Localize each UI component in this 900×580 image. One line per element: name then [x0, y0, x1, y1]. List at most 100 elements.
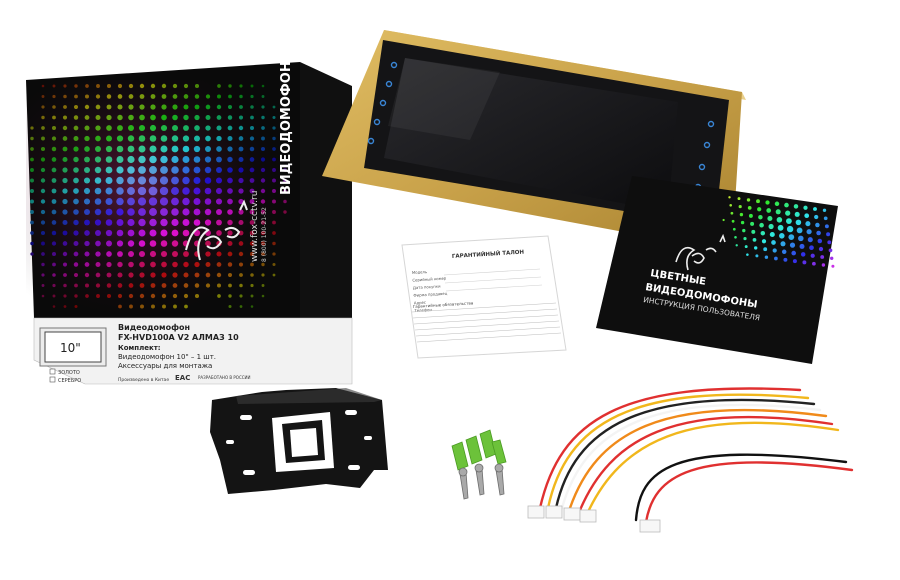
label-model: FX-HVD100A V2 АЛМАЗ 10: [118, 333, 239, 342]
manual-dot: [815, 222, 820, 228]
manual-dot: [804, 213, 810, 219]
manual-dot: [729, 203, 733, 207]
unlock-icon: [707, 120, 715, 128]
warranty-row-label: Дата покупки: [413, 283, 441, 290]
manual-color-dots: [722, 196, 835, 268]
manual-dot: [768, 223, 774, 230]
manual-dot: [807, 237, 813, 243]
manual-dot: [789, 242, 796, 248]
manual-dot: [771, 240, 776, 245]
manual-dot: [800, 252, 806, 257]
manual-dot: [781, 249, 787, 255]
warranty-section: Гарантийные обязательства: [413, 300, 474, 309]
manual-dot: [803, 205, 808, 210]
manual-dot: [743, 237, 747, 241]
manual-dot: [814, 214, 819, 220]
product-box: ВИДЕОДОМОФОН www.fox-cctv.ru 8 (800) 100…: [26, 61, 353, 385]
manual-dot: [786, 218, 792, 225]
manual-dot: [754, 246, 758, 250]
manual-dot: [774, 201, 780, 207]
label-color-silver: СЕРЕБРО: [58, 378, 81, 384]
playback-icon: [367, 137, 375, 145]
warranty-row-label: Модель: [412, 269, 428, 275]
label-line1: Видеодомофон 10" – 1 шт.: [118, 353, 216, 361]
manual-dot: [780, 241, 786, 247]
fox-logo: [185, 199, 248, 261]
record-icon: [379, 99, 387, 107]
manual-dot: [735, 244, 738, 247]
manual-dot: [722, 218, 725, 222]
label-title: Видеодомофон: [118, 323, 190, 332]
manual-dot: [758, 214, 763, 220]
manual-dot: [802, 260, 807, 265]
monitor-left-buttons: [367, 61, 398, 145]
manual-dot: [818, 246, 824, 252]
manual-dot: [813, 207, 817, 211]
manual-dot: [755, 254, 759, 258]
manual-dot: [738, 205, 742, 209]
manual-dot: [748, 213, 753, 218]
label-color-gold: ЗОЛОТО: [58, 370, 80, 376]
manual-dot: [795, 219, 802, 226]
manual-dot: [740, 220, 745, 225]
warranty-row-label: Телефон: [413, 307, 432, 313]
manual-dot: [751, 229, 756, 234]
manual-dot: [820, 255, 825, 259]
manual-dot: [739, 212, 744, 217]
manual-dot: [775, 209, 781, 215]
manual-dot: [766, 208, 772, 213]
manual-dot: [756, 199, 760, 204]
user-manual: ЦВЕТНЫЕ ВИДЕОДОМОФОНЫ ИНСТРУКЦИЯ ПОЛЬЗОВ…: [596, 176, 838, 364]
connection-cables: [538, 387, 854, 524]
manual-dot: [763, 247, 768, 252]
mounting-bracket: [210, 388, 388, 494]
cable-connectors: [527, 505, 661, 533]
manual-dot: [746, 253, 749, 256]
box-brand-vertical: ВИДЕОДОМОФОН: [279, 61, 294, 195]
manual-dot: [732, 227, 736, 231]
manual-dot: [809, 245, 814, 251]
label-kit: Комплект:: [118, 344, 161, 352]
box-label: 10" Видеодомофон FX-HVD100A V2 АЛМАЗ 10 …: [33, 317, 353, 385]
label-line2: Аксессуары для монтажа: [118, 362, 212, 370]
manual-dot: [812, 261, 816, 266]
label-eac: EAC: [175, 374, 190, 382]
manual-dot: [806, 229, 812, 235]
manual-dot: [772, 248, 777, 253]
manual-dot: [764, 255, 769, 259]
manual-dot: [794, 211, 800, 217]
manual-dot: [798, 235, 804, 242]
manual-dot: [730, 211, 734, 215]
manual-dot: [816, 230, 821, 236]
box-website: www.fox-cctv.ru: [250, 191, 260, 262]
manual-dot: [810, 253, 815, 258]
manual-dot: [744, 245, 748, 249]
manual-dot: [742, 228, 746, 233]
manual-dot: [779, 233, 785, 239]
manual-dot: [785, 210, 791, 216]
manual-dot: [821, 263, 826, 267]
manual-dot: [776, 217, 783, 223]
manual-dot: [824, 224, 829, 229]
manual-dot: [788, 234, 795, 241]
manual-dot: [830, 256, 834, 260]
manual-dot: [767, 215, 773, 222]
screen-icon: [703, 141, 711, 149]
wall-plugs: [451, 429, 507, 471]
manual-dot: [737, 197, 741, 201]
screws: [458, 463, 505, 500]
manual-dot: [792, 259, 797, 264]
manual-dot: [734, 235, 737, 239]
warranty-row-label: Серийный номер: [412, 276, 447, 283]
manual-dot: [827, 240, 832, 245]
manual-dot: [799, 243, 805, 249]
manual-dot: [786, 225, 794, 233]
manual-dot: [774, 256, 778, 261]
manual-dot: [765, 200, 770, 205]
manual-dot: [769, 231, 775, 238]
label-screen-size: 10": [60, 341, 81, 355]
